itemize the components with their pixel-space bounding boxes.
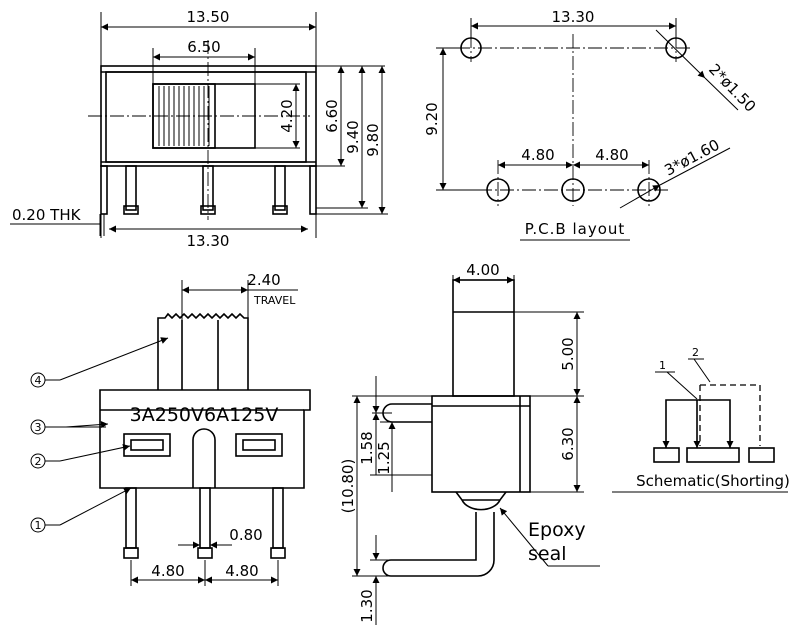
terminal-left bbox=[653, 447, 680, 463]
mount-hole-right bbox=[665, 37, 687, 59]
side-dim-a: 1.58 bbox=[358, 431, 376, 464]
dim-height-1: 6.60 bbox=[323, 99, 341, 132]
side-dim-b: 1.25 bbox=[375, 441, 393, 474]
pcb-dim-mount-hole: 2*ø1.50 bbox=[705, 60, 759, 115]
pcb-dim-vertical: 9.20 bbox=[423, 102, 441, 135]
pcb-layout: 13.30 9.20 4.80 4.80 2*ø1.50 3*ø1.60 P. bbox=[423, 8, 759, 241]
callout-4: 4 bbox=[30, 337, 169, 388]
dim-actuator-height: 4.20 bbox=[278, 99, 296, 132]
svg-text:3: 3 bbox=[35, 421, 42, 434]
callout-3: 3 bbox=[30, 419, 109, 435]
pin-hole-2 bbox=[561, 178, 585, 202]
mount-hole-left bbox=[460, 37, 482, 59]
pcb-caption: P.C.B layout bbox=[525, 220, 626, 238]
side-dim-actuator-height: 5.00 bbox=[559, 337, 577, 370]
callout-2: 2 bbox=[30, 444, 131, 469]
dim-overall-width: 13.50 bbox=[187, 8, 230, 26]
dim-pin-span: 13.30 bbox=[187, 232, 230, 250]
schematic: 1 2 Schematic(Shorting) bbox=[612, 346, 790, 493]
schematic-label-2: 2 bbox=[692, 346, 699, 359]
svg-text:4: 4 bbox=[35, 374, 42, 387]
pcb-dim-pitch-right: 4.80 bbox=[595, 146, 628, 164]
front-dim-pin-width: 0.80 bbox=[229, 526, 262, 544]
pcb-dim-pitch-left: 4.80 bbox=[521, 146, 554, 164]
front-dim-travel: 2.40 bbox=[247, 271, 280, 289]
svg-text:1: 1 bbox=[35, 519, 42, 532]
dim-actuator-width: 6.50 bbox=[187, 38, 220, 56]
schematic-label-1: 1 bbox=[659, 359, 666, 372]
epoxy-label-2: seal bbox=[528, 543, 567, 565]
top-view: 13.50 6.50 13.30 bbox=[10, 8, 388, 250]
schematic-caption: Schematic(Shorting) bbox=[636, 472, 790, 490]
pcb-dim-pin-hole: 3*ø1.60 bbox=[661, 136, 722, 180]
side-dim-body-height: 6.30 bbox=[559, 427, 577, 460]
rating-text: 3A250V6A125V bbox=[130, 404, 279, 426]
front-view: 2.40 TRAVEL 3A250V6A125V 0.80 4.8 bbox=[30, 271, 311, 586]
terminal-right bbox=[748, 447, 775, 463]
pin-hole-3 bbox=[637, 178, 661, 202]
side-dim-pin: 1.30 bbox=[358, 589, 376, 622]
pin-hole-1 bbox=[486, 178, 510, 202]
front-dim-pitch-right: 4.80 bbox=[225, 562, 258, 580]
terminal-center bbox=[686, 447, 740, 463]
epoxy-label-1: Epoxy bbox=[528, 519, 586, 541]
dim-height-2: 9.40 bbox=[344, 120, 362, 153]
callout-1: 1 bbox=[30, 487, 132, 533]
side-dim-actuator-width: 4.00 bbox=[466, 261, 499, 279]
side-dim-total: (10.80) bbox=[339, 459, 357, 514]
front-travel-label: TRAVEL bbox=[253, 294, 296, 307]
pcb-dim-mount-span: 13.30 bbox=[552, 8, 595, 26]
front-dim-pitch-left: 4.80 bbox=[151, 562, 184, 580]
side-view: 4.00 5.00 6.30 (10.80) 1.58 bbox=[339, 261, 600, 625]
dim-thickness: 0.20 THK bbox=[12, 206, 82, 224]
svg-text:2: 2 bbox=[35, 455, 42, 468]
dim-height-3: 9.80 bbox=[364, 123, 382, 156]
